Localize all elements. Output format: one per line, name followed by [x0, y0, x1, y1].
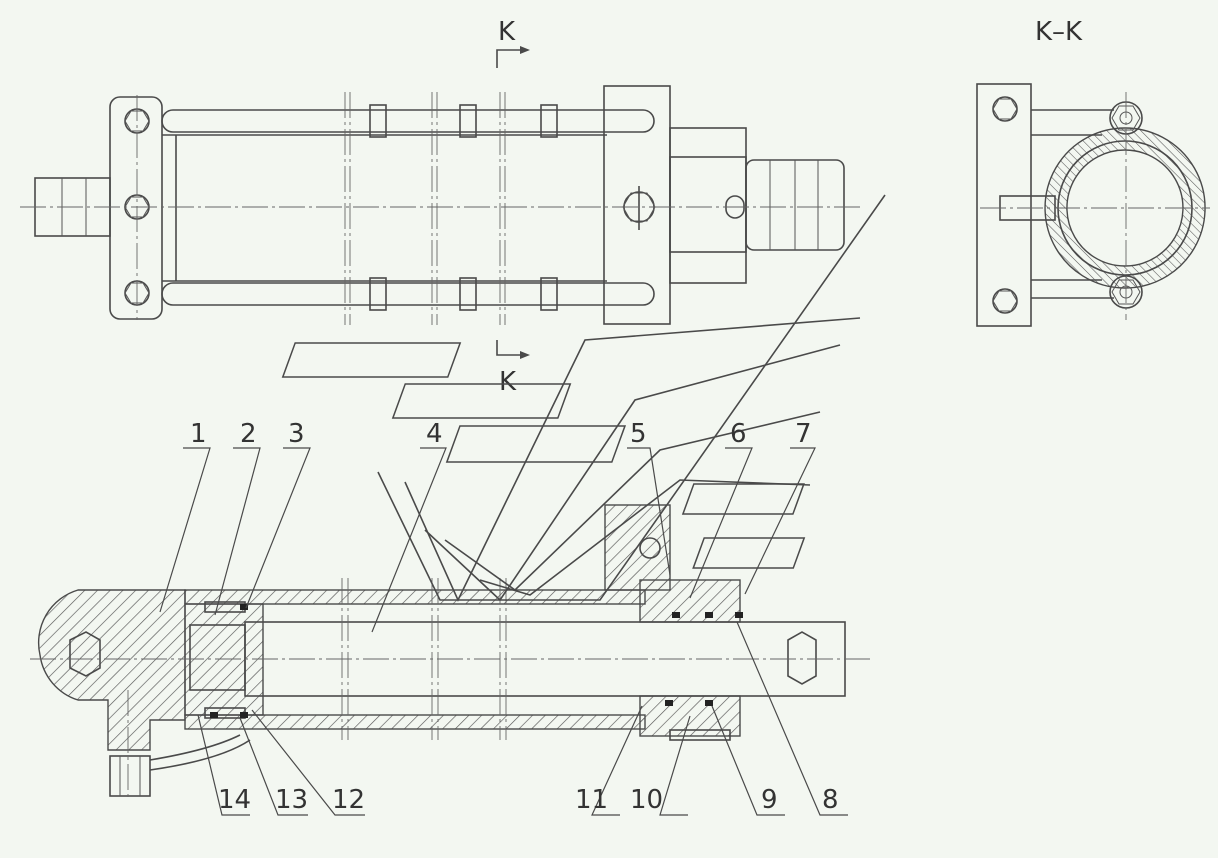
- section-view-title: K–K: [1035, 17, 1083, 47]
- top-view: [20, 85, 860, 325]
- callout-1: 1: [159, 419, 211, 613]
- section-letter-top: K: [498, 17, 516, 47]
- bottom-port: [109, 755, 151, 797]
- svg-text:9: 9: [761, 785, 778, 815]
- svg-text:5: 5: [630, 419, 647, 449]
- callout-5: 5: [627, 419, 671, 576]
- tie-rod-top: [161, 109, 655, 133]
- piston: [184, 603, 264, 716]
- svg-text:4: 4: [426, 419, 443, 449]
- svg-text:7: 7: [795, 419, 812, 449]
- callout-13: 13: [239, 717, 308, 816]
- callout-8: 8: [736, 621, 848, 816]
- kk-tube-wall: [1044, 127, 1206, 289]
- sectional-view: [30, 504, 870, 800]
- tube-wall-bottom: [184, 714, 646, 730]
- section-letter-bottom: K: [499, 367, 517, 397]
- callout-4: 4: [371, 419, 447, 633]
- pipe-routing-figure: [281, 194, 886, 602]
- callout-9: 9: [711, 705, 785, 816]
- kk-bolt-top: [992, 96, 1018, 122]
- callout-7: 7: [744, 419, 816, 595]
- right-gland: [669, 127, 747, 284]
- part-callouts: 1 2 3 4 5 6 7 8: [159, 419, 848, 816]
- callout-10: 10: [630, 715, 691, 816]
- svg-text:11: 11: [575, 785, 608, 815]
- right-head-block: [603, 85, 671, 325]
- svg-text:3: 3: [288, 419, 305, 449]
- seals: [210, 604, 743, 718]
- callout-2: 2: [214, 419, 261, 616]
- kk-mounting-plate: [976, 83, 1032, 327]
- svg-text:8: 8: [822, 785, 839, 815]
- section-arrow-top: K: [496, 17, 530, 68]
- section-view-kk: K–K: [976, 17, 1210, 327]
- svg-text:6: 6: [730, 419, 747, 449]
- svg-text:1: 1: [190, 419, 207, 449]
- tie-rod-bottom: [161, 282, 655, 306]
- svg-text:13: 13: [275, 785, 308, 815]
- svg-text:2: 2: [240, 419, 257, 449]
- tube-wall-top: [184, 589, 646, 605]
- svg-text:14: 14: [218, 785, 251, 815]
- kk-bolt-bottom: [992, 288, 1018, 314]
- callout-14: 14: [197, 714, 251, 816]
- left-end-block: [109, 96, 163, 320]
- section-arrow-bottom: K: [496, 340, 530, 397]
- callout-3: 3: [245, 419, 311, 609]
- end-cap-section: [37, 589, 186, 751]
- callout-11: 11: [575, 705, 643, 816]
- callout-6: 6: [689, 419, 753, 599]
- svg-text:10: 10: [630, 785, 663, 815]
- port-fitting-icon: [622, 186, 656, 230]
- callout-12: 12: [251, 709, 365, 816]
- svg-text:12: 12: [332, 785, 365, 815]
